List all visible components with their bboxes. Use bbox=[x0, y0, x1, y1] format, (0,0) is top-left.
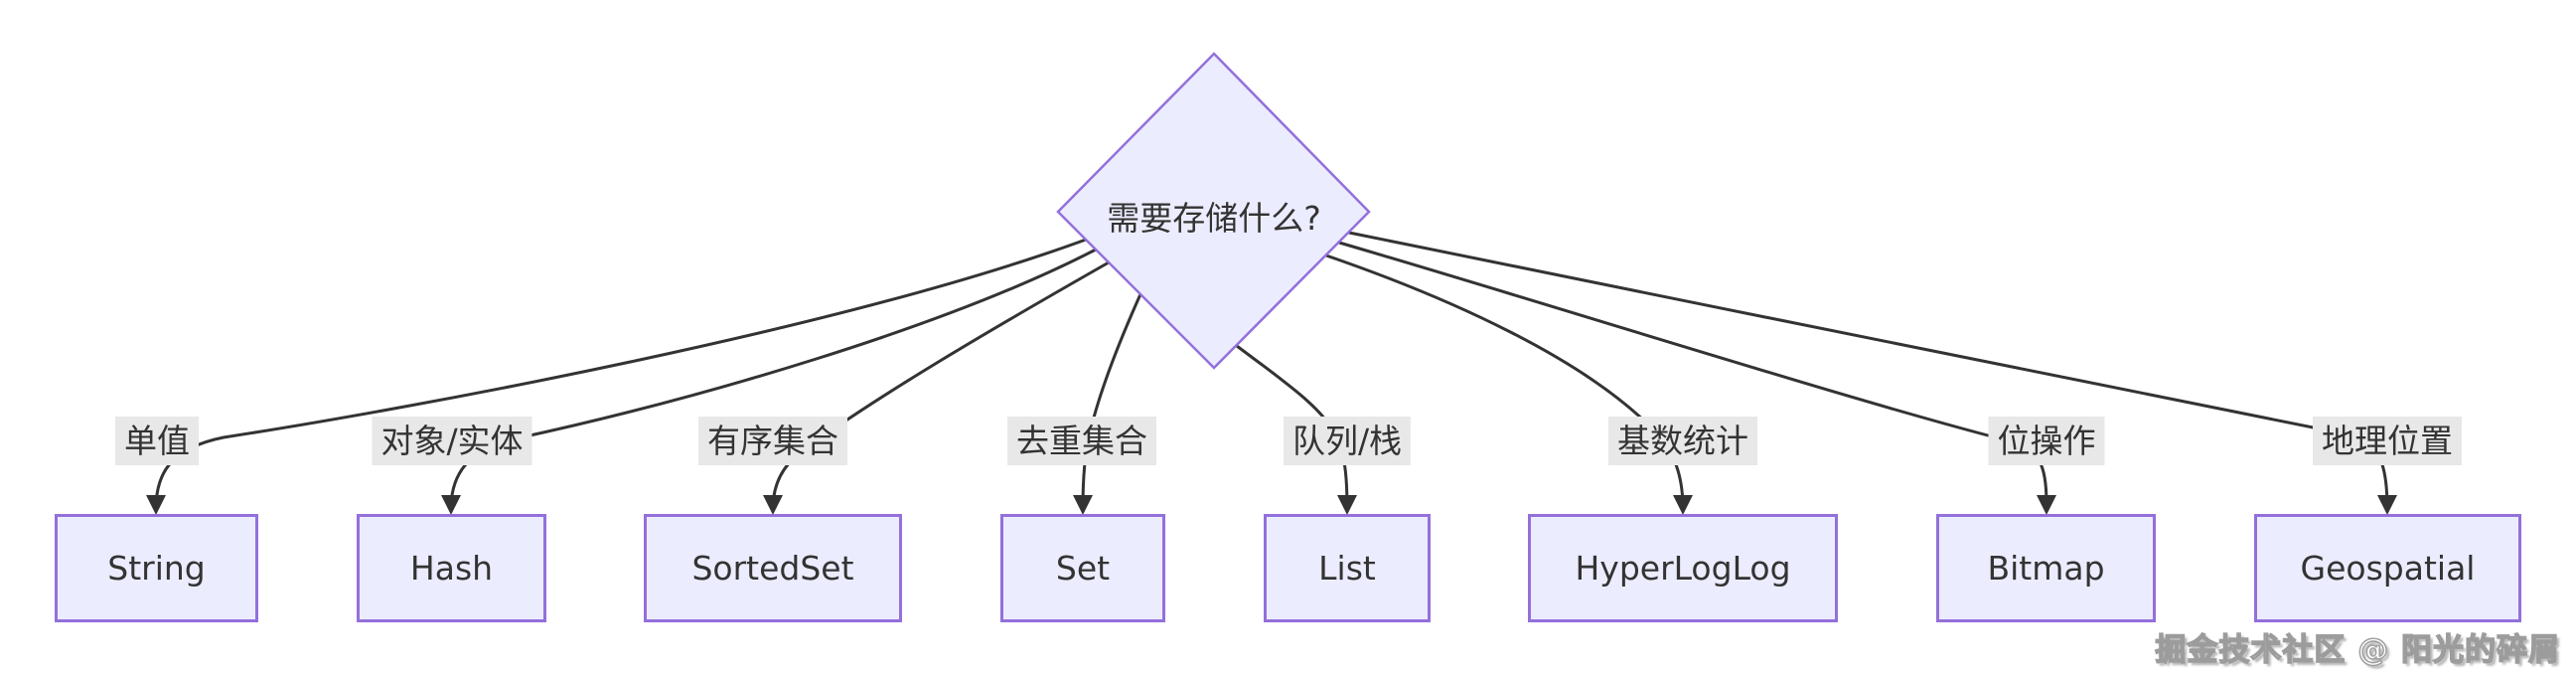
decision-diamond bbox=[1056, 52, 1371, 370]
edge-label-list: 队列/栈 bbox=[1283, 417, 1412, 465]
edge-label-geospatial: 地理位置 bbox=[2313, 417, 2462, 465]
node-geospatial: Geospatial bbox=[2254, 514, 2521, 622]
node-string: String bbox=[55, 514, 258, 622]
node-list: List bbox=[1264, 514, 1431, 622]
edge-sortedset bbox=[763, 260, 1110, 515]
node-bitmap: Bitmap bbox=[1936, 514, 2156, 622]
edge-hyperloglog bbox=[1325, 254, 1693, 515]
decision-label: 需要存储什么? bbox=[1107, 199, 1321, 238]
node-set: Set bbox=[1000, 514, 1165, 622]
edge-label-string: 单值 bbox=[115, 417, 199, 465]
node-sortedset: SortedSet bbox=[644, 514, 902, 622]
edge-label-hyperloglog: 基数统计 bbox=[1608, 417, 1757, 465]
edge-geospatial bbox=[1348, 231, 2397, 515]
edge-label-bitmap: 位操作 bbox=[1988, 417, 2105, 465]
node-hash: Hash bbox=[357, 514, 546, 622]
node-hyperloglog: HyperLogLog bbox=[1528, 514, 1838, 622]
edge-label-sortedset: 有序集合 bbox=[698, 417, 847, 465]
edge-label-set: 去重集合 bbox=[1007, 417, 1156, 465]
edge-bitmap bbox=[1338, 241, 2056, 515]
edge-label-hash: 对象/实体 bbox=[372, 417, 532, 465]
edge-string bbox=[146, 238, 1087, 515]
watermark: 掘金技术社区 @ 阳光的碎屑 bbox=[2155, 631, 2560, 668]
edge-set bbox=[1073, 293, 1142, 515]
